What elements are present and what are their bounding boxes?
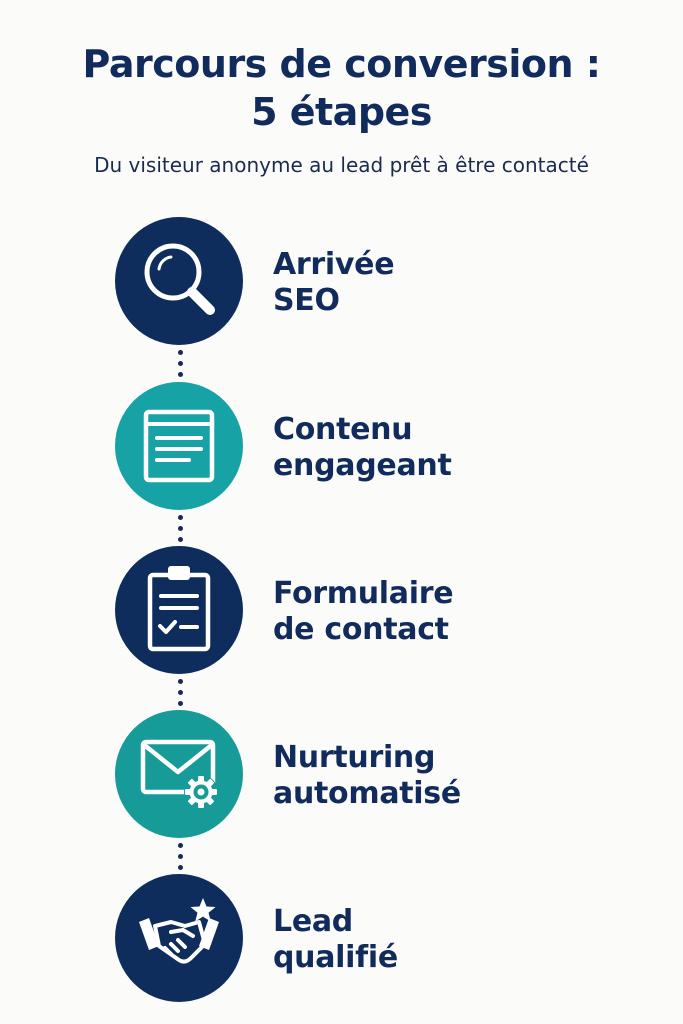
step-label: Lead qualifié bbox=[273, 904, 398, 976]
clipboard-icon bbox=[147, 566, 211, 652]
step-circle bbox=[115, 217, 243, 345]
step-label-line-2: automatisé bbox=[273, 776, 461, 811]
title-line-2: 5 étapes bbox=[251, 90, 432, 134]
step-label: Contenu engageant bbox=[273, 412, 452, 484]
handshake-star-icon bbox=[139, 898, 219, 964]
step-label-line-1: Contenu bbox=[273, 412, 413, 447]
page-subtitle: Du visiteur anonyme au lead prêt à être … bbox=[94, 153, 589, 177]
step-contenu-engageant: Contenu engageant bbox=[115, 382, 635, 512]
step-formulaire-contact: Formulaire de contact bbox=[115, 546, 635, 676]
step-arrivee-seo: Arrivée SEO bbox=[115, 217, 635, 347]
connector-dots bbox=[176, 679, 184, 712]
step-label-line-1: Nurturing bbox=[273, 740, 436, 775]
title-line-1: Parcours de conversion : bbox=[82, 42, 601, 86]
magnifier-icon bbox=[144, 243, 215, 315]
step-label: Arrivée SEO bbox=[273, 247, 395, 319]
step-circle bbox=[115, 546, 243, 674]
step-label-line-2: qualifié bbox=[273, 940, 398, 975]
document-icon bbox=[143, 409, 215, 483]
email-gear-icon bbox=[140, 739, 218, 809]
connector-dots bbox=[176, 843, 184, 876]
step-label: Formulaire de contact bbox=[273, 576, 454, 648]
step-lead-qualifie: Lead qualifié bbox=[115, 874, 635, 1004]
step-label-line-2: engageant bbox=[273, 448, 452, 483]
step-circle bbox=[115, 874, 243, 1002]
step-label-line-1: Arrivée bbox=[273, 247, 395, 282]
step-circle bbox=[115, 710, 243, 838]
step-label: Nurturing automatisé bbox=[273, 740, 461, 812]
step-label-line-1: Formulaire bbox=[273, 576, 454, 611]
step-label-line-2: SEO bbox=[273, 283, 340, 318]
step-label-line-2: de contact bbox=[273, 612, 449, 647]
step-nurturing-automatise: Nurturing automatisé bbox=[115, 710, 635, 840]
connector-dots bbox=[176, 515, 184, 548]
step-circle bbox=[115, 382, 243, 510]
step-label-line-1: Lead bbox=[273, 904, 353, 939]
page-title: Parcours de conversion : 5 étapes bbox=[0, 40, 683, 136]
connector-dots bbox=[176, 350, 184, 383]
